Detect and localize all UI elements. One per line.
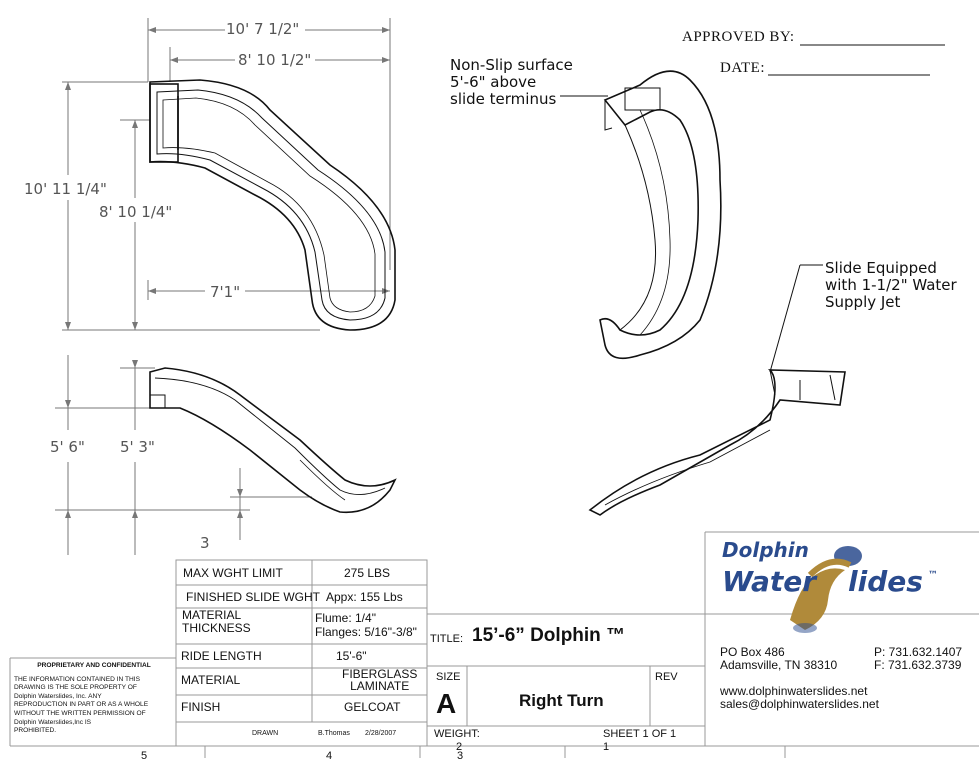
callout-nonslip-line2: 5'-6" above xyxy=(450,73,537,91)
spec-value-finish: GELCOAT xyxy=(344,700,401,714)
callout-jet-line3: Supply Jet xyxy=(825,293,901,311)
spec-value-thickness: Flume: 1/4" Flanges: 5/16"-3/8" xyxy=(315,611,417,639)
proprietary-line: DRAWING IS THE SOLE PROPERTY OF xyxy=(14,684,137,692)
callout-jet-line1: Slide Equipped xyxy=(825,259,937,277)
side-view-slide xyxy=(149,367,397,514)
callout-nonslip-line1: Non-Slip surface xyxy=(450,56,573,74)
spec-value-material-l2: LAMINATE xyxy=(350,679,410,693)
drawn-date: 2/28/2007 xyxy=(365,730,397,737)
side-view-dimensions xyxy=(55,355,312,555)
company-fax: F: 731.632.3739 xyxy=(874,658,962,672)
callout-jet: Slide Equipped with 1-1/2" Water Supply … xyxy=(825,260,957,311)
title-block-grid xyxy=(9,531,979,758)
spec-value-finished-weight: Appx: 155 Lbs xyxy=(326,590,403,604)
sheet-number: SHEET 1 OF 1 xyxy=(603,728,677,740)
weight-label: WEIGHT: xyxy=(434,728,480,740)
company-address-line1: PO Box 486 xyxy=(720,645,785,659)
company-email: sales@dolphinwaterslides.net xyxy=(720,697,879,711)
proprietary-notice: PROPRIETARY AND CONFIDENTIAL THE INFORMA… xyxy=(14,662,174,736)
drawn-label: DRAWN xyxy=(252,730,279,737)
iso-view-side xyxy=(588,264,846,516)
spec-label-ride-length: RIDE LENGTH xyxy=(181,649,262,663)
title-label: TITLE: xyxy=(430,633,464,645)
size-value: A xyxy=(436,688,457,719)
spec-value-thickness-l2: Flanges: 5/16"-3/8" xyxy=(315,625,417,639)
dim-top-inner-height: 8' 10 1/4" xyxy=(99,203,173,221)
proprietary-heading: PROPRIETARY AND CONFIDENTIAL xyxy=(37,662,151,669)
zone-number: 2 xyxy=(456,741,463,753)
spec-label-thickness: MATERIAL THICKNESS xyxy=(182,609,251,635)
spec-label-finish: FINISH xyxy=(181,700,221,714)
drawn-by: B.Thomas xyxy=(318,730,350,737)
company-address-line2: Adamsville, TN 38310 xyxy=(720,658,838,672)
dim-top-overall-height: 10' 11 1/4" xyxy=(24,180,107,198)
zone-number: 3 xyxy=(457,750,464,762)
spec-label-thickness-l1: MATERIAL xyxy=(182,608,242,622)
zone-number: 1 xyxy=(603,741,610,753)
spec-value-material-l1: FIBERGLASS xyxy=(342,667,418,681)
date-label: DATE: xyxy=(720,60,765,76)
spec-label-max-weight: MAX WGHT LIMIT xyxy=(183,566,283,580)
callout-jet-line2: with 1-1/2" Water xyxy=(825,276,957,294)
company-website: www.dolphinwaterslides.net xyxy=(720,684,868,698)
logo-word-dolphin: Dolphin xyxy=(722,538,809,562)
top-view-slide xyxy=(149,79,396,331)
rev-label: REV xyxy=(655,671,678,683)
dim-side-height-a: 5' 6" xyxy=(50,438,85,456)
logo-graphic xyxy=(790,546,862,633)
spec-value-max-weight: 275 LBS xyxy=(344,566,391,580)
spec-value-ride-length: 15'-6" xyxy=(336,649,367,663)
callout-nonslip-line3: slide terminus xyxy=(450,90,557,108)
proprietary-line: Dolphin Waterslides,Inc IS xyxy=(14,718,92,726)
approved-by-label: APPROVED BY: xyxy=(682,29,795,45)
proprietary-line: THE INFORMATION CONTAINED IN THIS xyxy=(14,675,141,683)
dimension-arrows xyxy=(65,27,390,330)
proprietary-line: WITHOUT THE WRITTEN PERMISSION OF xyxy=(14,709,146,717)
proprietary-line: PROHIBITED. xyxy=(14,727,57,735)
logo-word-water: Water xyxy=(722,565,817,598)
drawing-title: 15’-6” Dolphin ™ xyxy=(472,625,626,646)
zone-number: 5 xyxy=(141,750,148,762)
drawing-description: Right Turn xyxy=(519,691,604,710)
proprietary-line: Dolphin Waterslides, Inc. ANY xyxy=(14,692,102,700)
spec-value-material: FIBERGLASS LAMINATE xyxy=(342,668,417,692)
callout-nonslip: Non-Slip surface 5'-6" above slide termi… xyxy=(450,57,573,108)
iso-view-slide xyxy=(560,70,722,360)
dim-side-height-b: 5' 3" xyxy=(120,438,155,456)
logo-word-slides: lides xyxy=(848,565,923,598)
company-phone: P: 731.632.1407 xyxy=(874,645,963,659)
spec-label-finished-weight: FINISHED SLIDE WGHT xyxy=(186,590,321,604)
zone-number: 4 xyxy=(326,750,333,762)
dim-top-inner-width: 8' 10 1/2" xyxy=(238,51,312,69)
logo-trademark: ™ xyxy=(928,570,938,581)
dim-exit-height: 3 xyxy=(200,534,210,552)
dim-top-exit-width: 7'1" xyxy=(210,283,241,301)
spec-label-material: MATERIAL xyxy=(181,673,241,687)
size-label: SIZE xyxy=(436,671,461,683)
dim-top-overall-width: 10' 7 1/2" xyxy=(226,20,300,38)
spec-value-thickness-l1: Flume: 1/4" xyxy=(315,611,376,625)
proprietary-line: REPRODUCTION IN PART OR AS A WHOLE xyxy=(14,701,149,709)
spec-label-thickness-l2: THICKNESS xyxy=(182,621,251,635)
